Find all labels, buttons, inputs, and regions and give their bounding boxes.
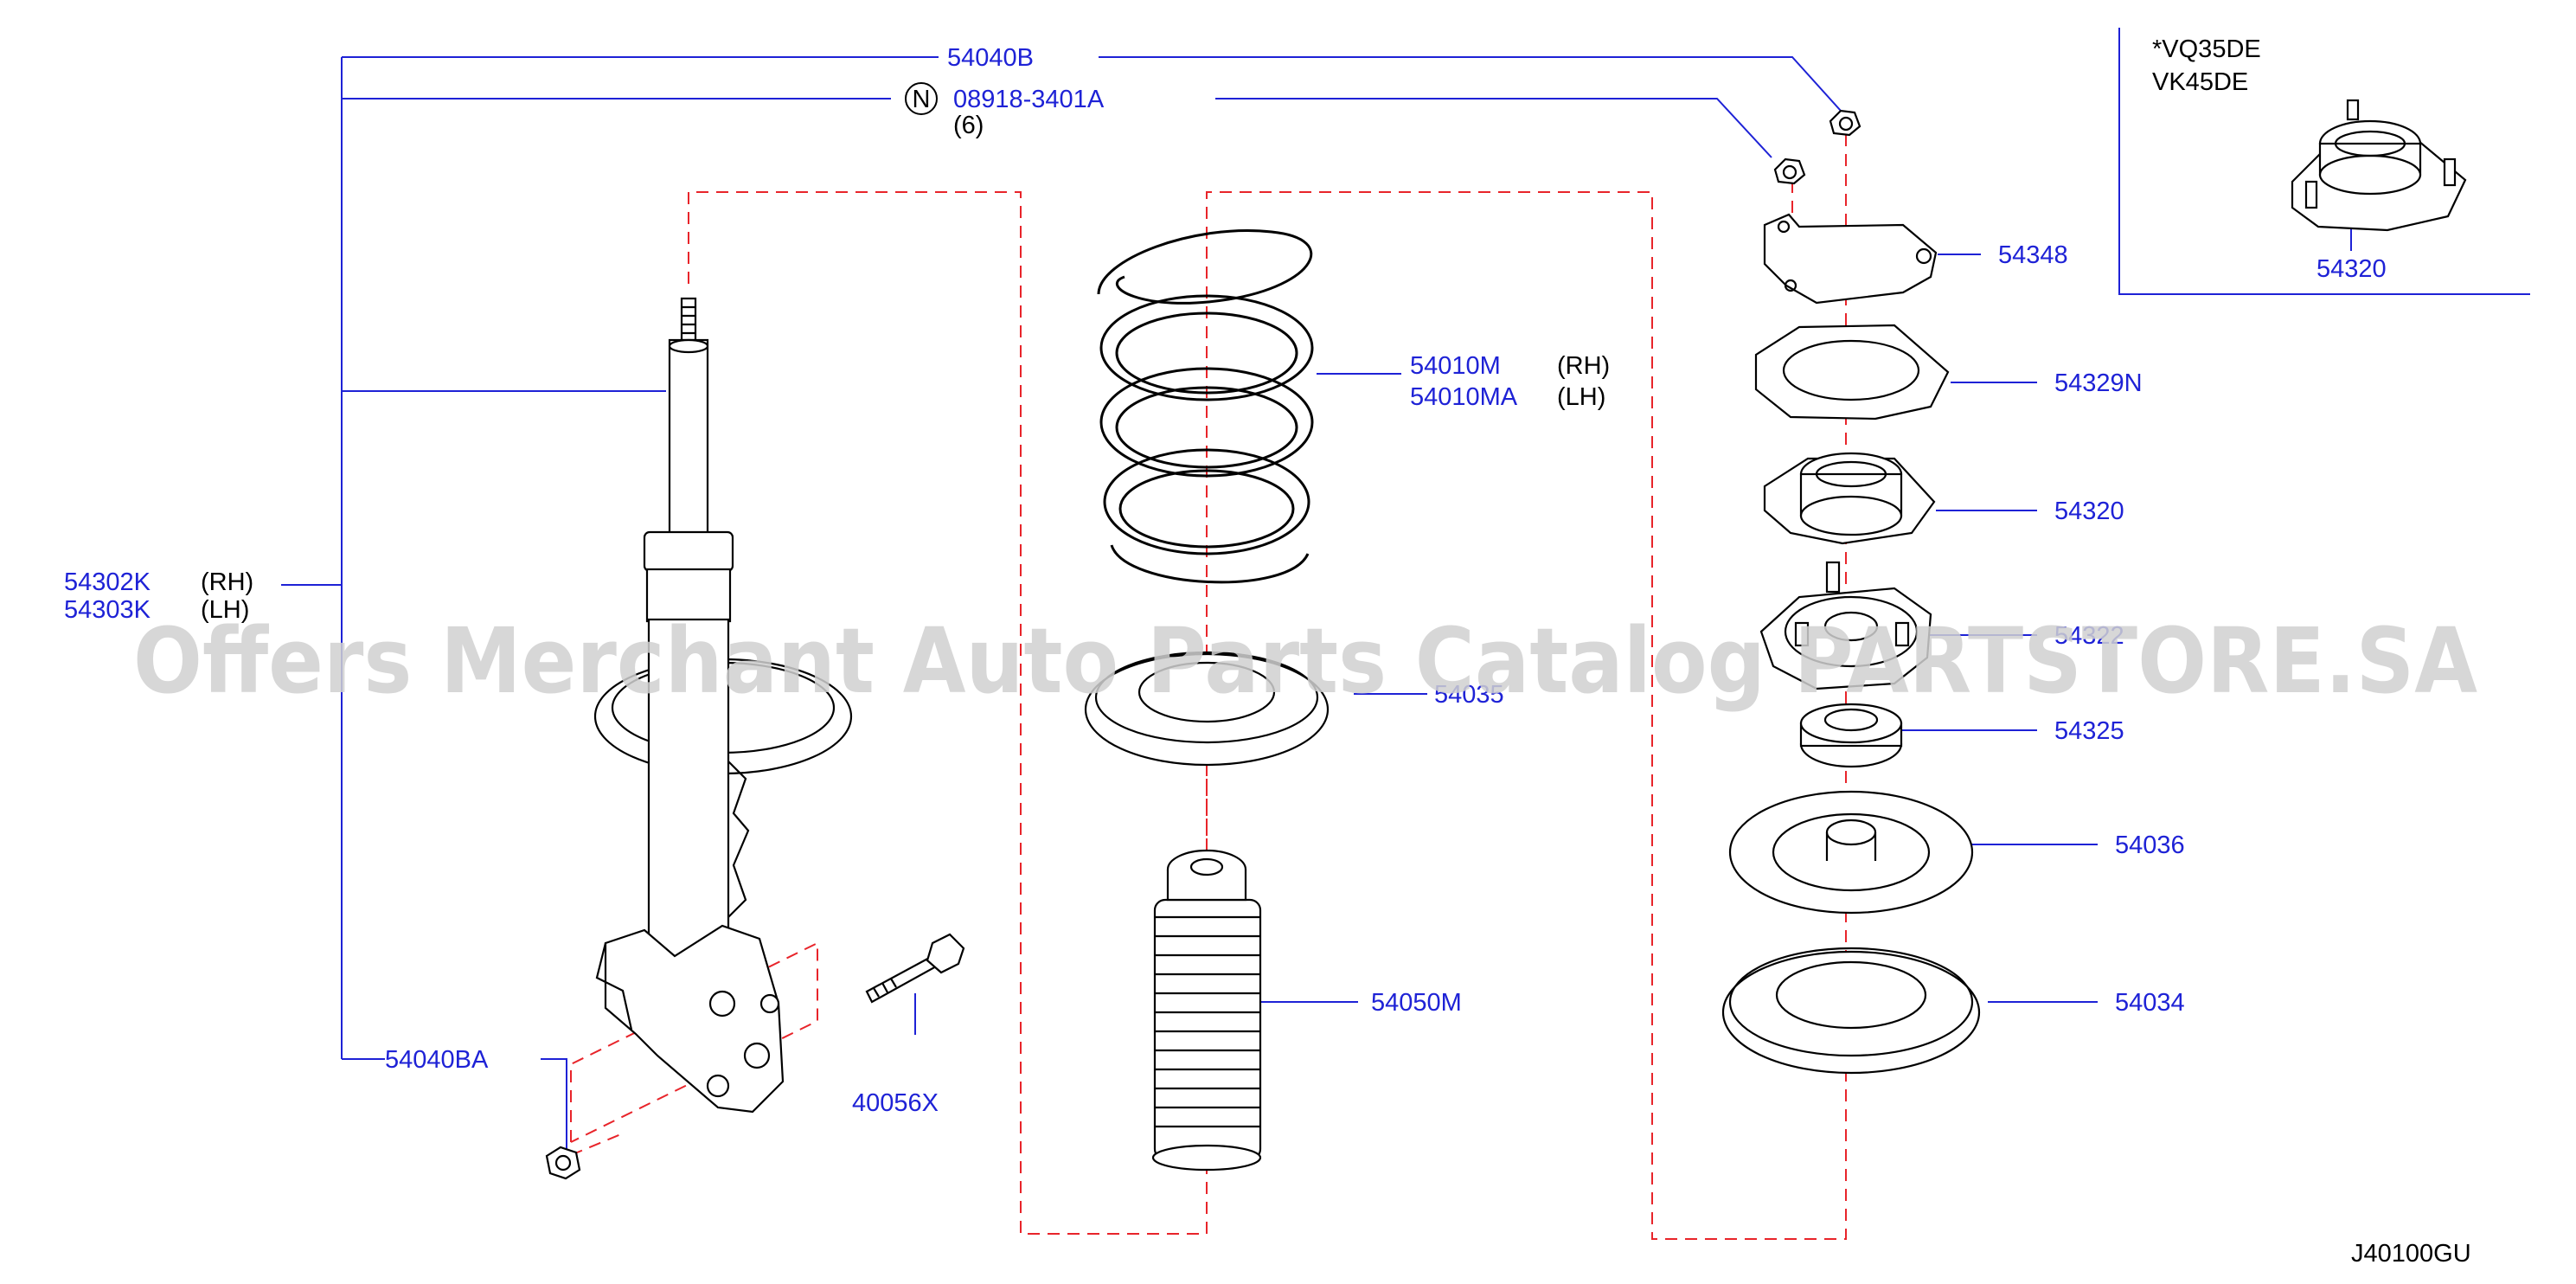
callout-08918-3401A[interactable]: 08918-3401A — [953, 86, 1105, 113]
mount-parts — [1721, 109, 1981, 1075]
callout-54303K[interactable]: 54303K — [64, 596, 151, 624]
callout-08918-qty: (6) — [953, 112, 984, 139]
callout-54348[interactable]: 54348 — [1998, 241, 2068, 269]
callout-inset-54320[interactable]: 54320 — [2316, 255, 2387, 283]
strut-assembly — [545, 297, 965, 1180]
coil-spring — [1097, 229, 1314, 584]
callout-labels: 54040B 08918-3401A (6) 54302K (RH) 54303… — [64, 35, 2471, 1268]
inset-engine-2: VK45DE — [2152, 68, 2248, 96]
watermark-text: Offers Merchant Auto Parts Catalog PARTS… — [133, 608, 2477, 714]
callout-54036[interactable]: 54036 — [2115, 831, 2185, 859]
badge-letter: N — [913, 86, 931, 113]
callout-54050M[interactable]: 54050M — [1371, 989, 1462, 1017]
new-part-badge: N — [905, 82, 938, 115]
leader-lines — [281, 28, 2530, 1154]
callout-54320[interactable]: 54320 — [2054, 498, 2124, 525]
callout-54010M[interactable]: 54010M — [1410, 352, 1501, 380]
callout-54010MA[interactable]: 54010MA — [1410, 383, 1518, 411]
callout-54325[interactable]: 54325 — [2054, 717, 2124, 745]
callout-54010MA-side: (LH) — [1557, 383, 1605, 411]
spring-seat — [1084, 651, 1330, 767]
callout-54322[interactable]: 54322 — [2054, 622, 2124, 650]
callout-54010M-side: (RH) — [1557, 352, 1610, 380]
callout-54302K[interactable]: 54302K — [64, 568, 151, 596]
callout-54035[interactable]: 54035 — [1434, 681, 1504, 709]
callout-54040B[interactable]: 54040B — [947, 44, 1034, 72]
callout-54040BA[interactable]: 54040BA — [385, 1046, 489, 1074]
inset-engine-1: *VQ35DE — [2152, 35, 2261, 63]
callout-54302K-side: (RH) — [201, 568, 253, 596]
diagram-code: J40100GU — [2351, 1240, 2471, 1268]
callout-54303K-side: (LH) — [201, 596, 249, 624]
callout-54034[interactable]: 54034 — [2115, 989, 2185, 1017]
bound-bumper — [1151, 849, 1262, 1172]
engine-variant-inset — [2291, 99, 2467, 232]
callout-54329N[interactable]: 54329N — [2054, 369, 2143, 397]
callout-40056X[interactable]: 40056X — [852, 1089, 939, 1117]
